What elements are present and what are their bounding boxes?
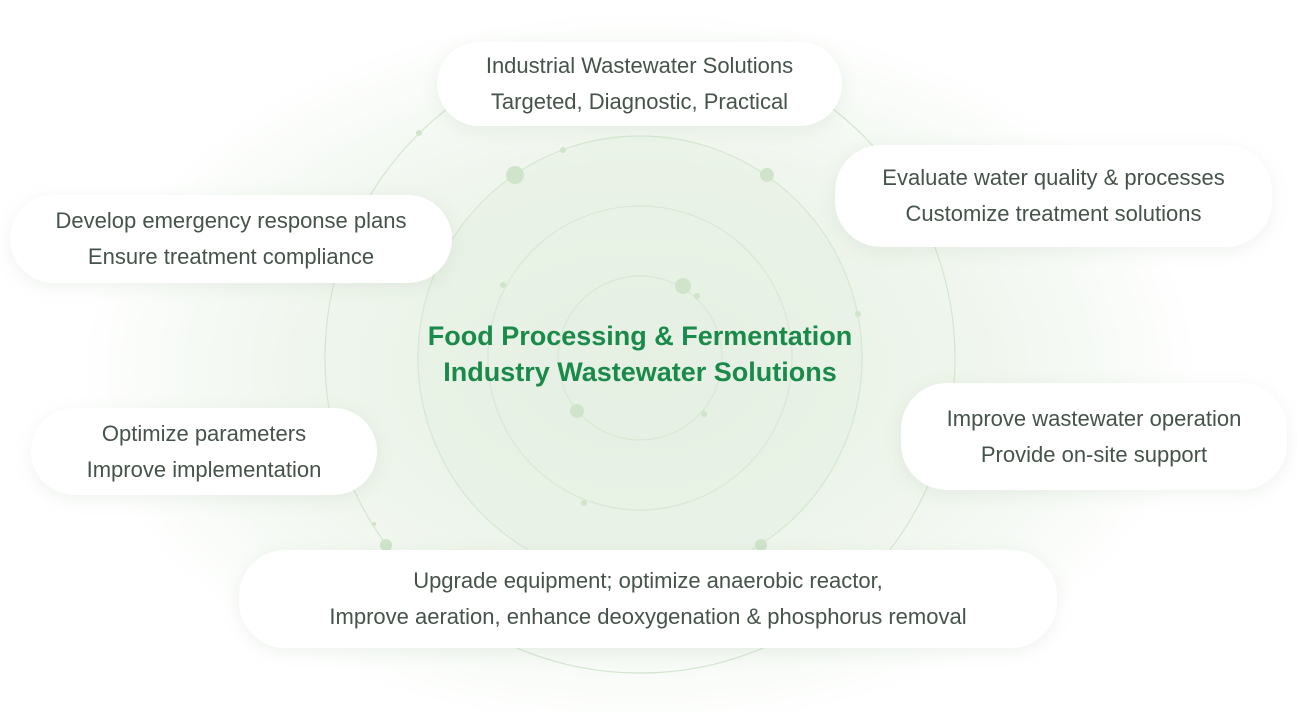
node-line: Industrial Wastewater Solutions	[485, 53, 794, 78]
ring-dot	[694, 293, 700, 299]
ring-dot	[560, 147, 566, 153]
ring-dot	[372, 522, 376, 526]
node-line: Optimize parameters	[101, 420, 307, 446]
node-line: Develop emergency response plans	[55, 208, 407, 233]
ring-dot	[570, 404, 584, 418]
ring-dot	[416, 130, 422, 136]
node-line: Evaluate water quality & processes	[882, 165, 1225, 190]
node-top: Industrial Wastewater Solutions Targeted…	[437, 42, 842, 126]
center-title-line2: Industry Wastewater Solutions	[443, 357, 837, 387]
node-line: Ensure treatment compliance	[87, 244, 375, 269]
ring-fill	[418, 136, 862, 580]
ring-dot	[755, 539, 767, 551]
node-line: Provide on-site support	[980, 441, 1208, 467]
ring-2	[487, 205, 793, 511]
ring-dot	[380, 539, 392, 551]
node-line: Improve wastewater operation	[946, 405, 1242, 431]
ring-dot	[506, 166, 524, 184]
ring-dot	[855, 311, 861, 317]
node-line: Targeted, Diagnostic, Practical	[490, 89, 789, 114]
ring-dot	[760, 168, 774, 182]
node-line: Upgrade equipment; optimize anaerobic re…	[413, 568, 883, 593]
node-mid-left: Optimize parameters Improve implementati…	[31, 408, 377, 495]
node-top-right: Evaluate water quality & processes Custo…	[835, 145, 1272, 247]
center-title: Food Processing & Fermentation Industry …	[340, 318, 940, 390]
ring-dot	[701, 411, 707, 417]
node-line: Improve implementation	[86, 456, 322, 482]
ring-dot	[500, 282, 506, 288]
ring-dot	[581, 500, 587, 506]
node-mid-right: Improve wastewater operation Provide on-…	[901, 383, 1287, 490]
node-top-left: Develop emergency response plans Ensure …	[10, 195, 452, 283]
center-title-line1: Food Processing & Fermentation	[427, 321, 853, 351]
ring-dot	[675, 278, 691, 294]
node-bottom: Upgrade equipment; optimize anaerobic re…	[239, 550, 1057, 648]
node-line: Improve aeration, enhance deoxygenation …	[329, 604, 967, 629]
ring-inner	[557, 275, 723, 441]
node-line: Customize treatment solutions	[905, 201, 1202, 226]
